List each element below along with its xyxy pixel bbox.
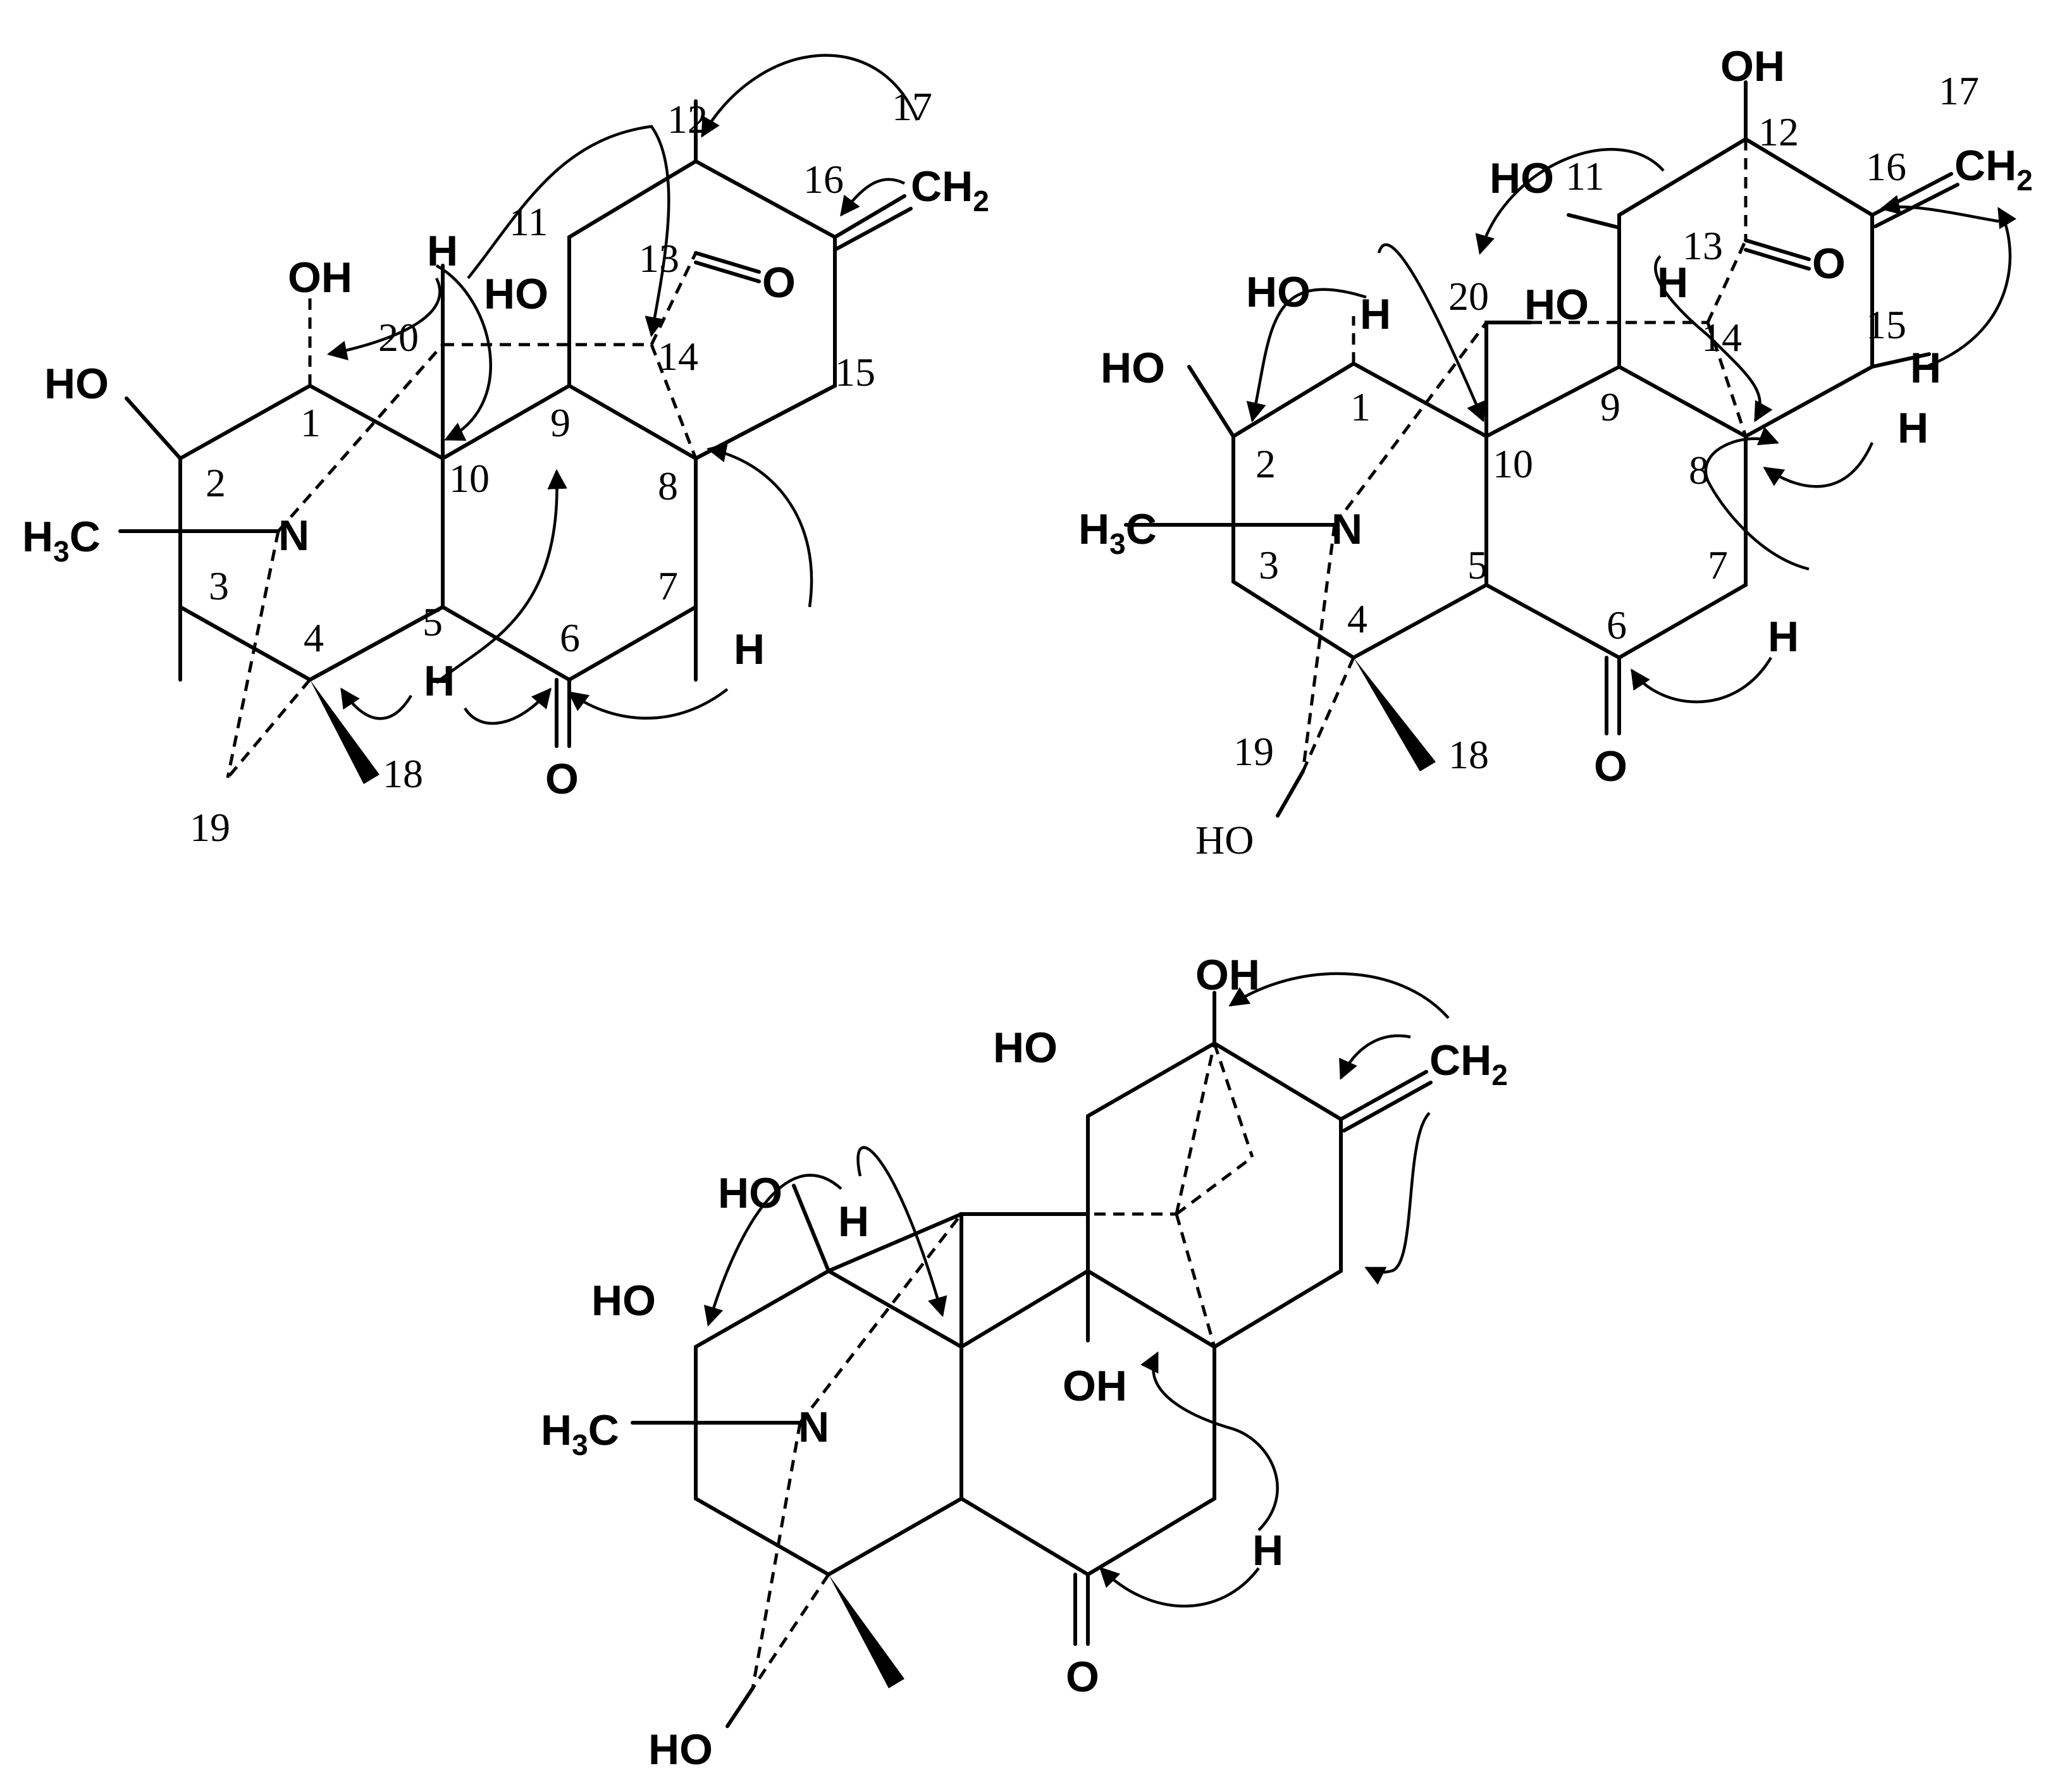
svg-text:5: 5 (423, 599, 443, 644)
svg-text:19: 19 (190, 805, 230, 850)
s1-h-20: H (427, 227, 458, 275)
structure-2-bonds (1124, 80, 1959, 818)
svg-text:7: 7 (1708, 543, 1728, 587)
s2-h-15b: H (1897, 404, 1928, 452)
s1-locants: 1 2 3 4 5 6 7 8 9 10 11 12 13 14 15 16 1… (190, 84, 932, 850)
svg-text:18: 18 (1448, 732, 1489, 777)
svg-text:9: 9 (1600, 384, 1620, 429)
svg-text:H3C: H3C (22, 513, 101, 568)
s2-h-14: H (1657, 259, 1688, 307)
s2-ho-c19: HO (1195, 818, 1254, 862)
svg-text:13: 13 (1682, 223, 1723, 268)
s1-ch2: CH2 (911, 163, 989, 218)
s3-ch2: CH2 (1429, 1036, 1508, 1091)
s3-h-7: H (1252, 1526, 1283, 1574)
svg-text:6: 6 (560, 615, 580, 660)
svg-text:5: 5 (1467, 543, 1488, 587)
svg-text:4: 4 (1347, 596, 1367, 641)
s2-h-7: H (1768, 613, 1799, 661)
s2-ho-c11: HO (1490, 154, 1554, 202)
s1-ho-c9: HO (484, 270, 548, 318)
svg-text:16: 16 (803, 157, 844, 202)
s2-ho-c2: HO (1101, 344, 1165, 392)
s2-o-c6: O (1594, 742, 1627, 790)
svg-text:1: 1 (1350, 384, 1371, 429)
s1-correlation-arrows (326, 54, 919, 725)
svg-text:15: 15 (835, 350, 875, 395)
svg-text:H3C: H3C (541, 1406, 619, 1461)
structure-1-bonds (118, 99, 913, 784)
s1-ho-c2: HO (44, 360, 109, 408)
svg-text:CH2: CH2 (1429, 1036, 1508, 1091)
s3-correlation-arrows (703, 972, 1450, 1608)
s2-h3c: H3C (1078, 505, 1157, 560)
svg-text:12: 12 (1758, 109, 1799, 154)
svg-text:10: 10 (1493, 441, 1533, 486)
svg-text:4: 4 (304, 615, 324, 660)
svg-text:9: 9 (550, 400, 571, 445)
s1-n: N (278, 512, 309, 560)
structure-1: OH HO HO N O O H H H H3C CH2 1 2 3 4 5 6… (22, 54, 989, 850)
s2-o-c13: O (1812, 240, 1846, 288)
svg-text:10: 10 (449, 456, 490, 501)
s1-h-7: H (734, 625, 765, 673)
s3-h3c: H3C (541, 1406, 619, 1461)
svg-text:11: 11 (1565, 154, 1605, 199)
s3-ho-c1: HO (718, 1169, 782, 1217)
s2-ho-c1: HO (1246, 268, 1311, 316)
s3-n: N (798, 1403, 829, 1451)
svg-text:18: 18 (383, 751, 423, 796)
s3-oh-c12: OH (1195, 951, 1260, 999)
s2-correlation-arrows (1246, 148, 2017, 704)
svg-text:CH2: CH2 (911, 163, 989, 218)
svg-text:20: 20 (378, 315, 419, 360)
s1-oh-c1: OH (288, 254, 352, 302)
s1-o-c6: O (545, 755, 579, 803)
svg-text:3: 3 (209, 563, 229, 608)
svg-text:12: 12 (667, 97, 708, 142)
svg-text:CH2: CH2 (1954, 142, 2033, 197)
s3-o-c6: O (1066, 1653, 1099, 1701)
s2-ch2: CH2 (1954, 142, 2033, 197)
structure-2: OH HO HO HO HO N O O H H H H H HO H3C CH… (1078, 42, 2033, 862)
svg-text:7: 7 (658, 563, 678, 608)
s3-h-1: H (838, 1198, 869, 1246)
svg-text:20: 20 (1448, 274, 1489, 319)
svg-text:13: 13 (639, 236, 679, 281)
s3-ho-c2: HO (591, 1277, 656, 1325)
svg-text:19: 19 (1233, 729, 1274, 774)
svg-text:14: 14 (1701, 315, 1742, 360)
s2-oh-c12: OH (1720, 42, 1785, 90)
svg-text:16: 16 (1866, 144, 1906, 189)
s2-n: N (1331, 505, 1362, 553)
s2-ho-c9: HO (1524, 281, 1589, 329)
svg-text:H3C: H3C (1078, 505, 1157, 560)
svg-text:11: 11 (509, 199, 548, 244)
s2-h-15a: H (1910, 344, 1941, 392)
structure-3: OH HO HO HO OH N O H H HO H3C CH2 (541, 951, 1508, 1774)
svg-text:3: 3 (1259, 543, 1279, 587)
svg-text:2: 2 (1256, 441, 1276, 486)
s2-locants: 1 2 3 4 5 6 7 8 9 10 11 12 13 14 15 16 1… (1233, 68, 1979, 777)
structure-3-bonds (631, 991, 1433, 1728)
svg-text:8: 8 (658, 463, 678, 508)
svg-text:6: 6 (1607, 603, 1627, 647)
svg-text:2: 2 (206, 460, 226, 505)
s1-o-c13: O (762, 259, 796, 307)
svg-text:1: 1 (300, 400, 321, 445)
svg-text:15: 15 (1866, 302, 1906, 347)
s3-ho-c11: HO (993, 1024, 1058, 1072)
svg-text:14: 14 (658, 334, 698, 379)
svg-text:17: 17 (1939, 68, 1979, 113)
s3-oh-c9: OH (1063, 1362, 1127, 1410)
s3-ho-c19: HO (648, 1726, 713, 1774)
s1-h3c: H3C (22, 513, 101, 568)
